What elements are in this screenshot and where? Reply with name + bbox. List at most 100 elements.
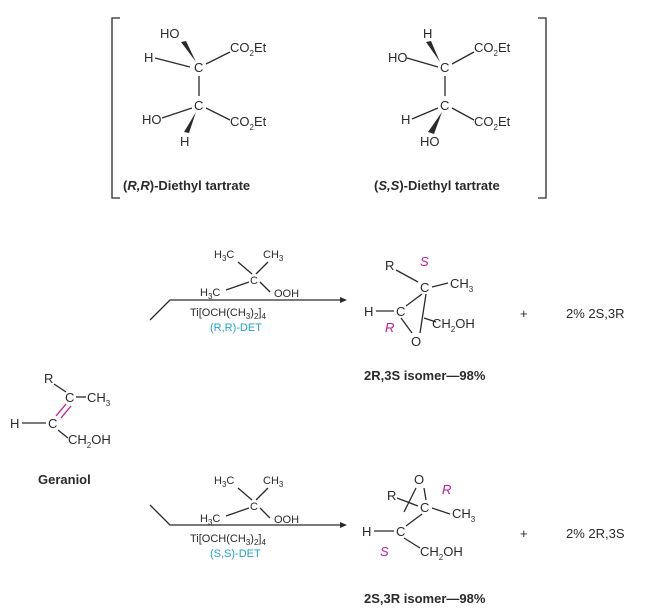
bottom-product-c3: C [420,500,429,515]
bottom-reaction-arrowhead [340,522,347,528]
top-product-label: 2R,3S isomer—98% [364,368,486,383]
ss-tartrate-label: (S,S)-Diethyl tartrate [374,178,500,193]
top-reaction-arrowhead [340,297,347,303]
ss-bottom-wedge [428,112,442,134]
top-product-epox-bond-2 [419,293,427,334]
top-reaction-arrow-line [149,299,340,321]
rr-top-h-bond [154,57,191,68]
geraniol-r-bond [53,383,67,393]
bottom-product-epox-bond-2 [423,487,427,501]
bottom-tbhp-h3c: H3C [200,513,220,527]
ss-top-h: H [423,26,432,41]
geraniol-ch2oh: CH2OH [68,432,111,450]
rr-top-wedge [181,41,196,62]
rr-c2: C [194,98,203,113]
rr-c2-ester-bond [205,107,231,121]
ss-bottom-h: H [401,112,410,127]
geraniol-r: R [44,371,53,386]
rr-c1: C [194,60,203,75]
bottom-ti-catalyst: Ti[OCH(CH3)2]4 [190,533,266,547]
ss-top-ho: HO [388,50,408,65]
bottom-product-ch3-bond [431,507,451,515]
geraniol-ch2oh-bond [57,429,69,439]
bottom-product-r-bond [396,497,419,507]
ss-top-ho-bond [406,57,439,68]
rr-bottom-h: H [180,134,189,149]
bottom-ligand-label: (S,S)-DET [210,548,261,560]
ss-c2: C [440,98,449,113]
top-tbhp-bond-3 [225,281,250,291]
top-product-ch3-bond [431,282,449,288]
bottom-product-epox-bond-1 [403,487,417,513]
top-product-cc-bond [405,293,423,307]
top-tbhp-ooh: OOH [274,288,299,300]
bottom-product-ch2oh-bond [403,537,421,549]
bottom-product-c2: C [396,524,405,539]
geraniol-c2: C [48,416,57,431]
top-product-ch2oh: CH2OH [432,316,475,334]
bottom-tbhp-bond-3 [225,507,250,517]
top-product-c3: C [420,280,429,295]
ss-top-wedge [426,41,440,62]
top-product-ch2oh-bond [423,317,437,323]
bottom-tbhp-bond-4 [259,507,271,519]
geraniol-structure: R C CH3 C H CH2OH Geraniol [10,371,111,487]
bottom-product-h: H [362,524,371,539]
geraniol-h: H [10,416,19,431]
bottom-product-r: R [387,488,396,503]
top-product-stereo-bottom: R [385,320,394,335]
top-reaction: H3C CH3 C H3C OOH Ti[OCH(CH3)2]4 (R,R)-D… [149,249,625,383]
bottom-tbhp-c: C [250,501,258,513]
geraniol-double-bond-a [55,403,67,417]
top-tbhp-c: C [250,275,258,287]
rr-top-ho: HO [160,26,180,41]
top-tbhp-h3c: H3C [200,287,220,301]
right-bracket [538,17,547,199]
bottom-tbhp-bond-2 [255,487,269,501]
top-product-r: R [385,258,394,273]
top-product-ch3: CH3 [450,276,474,294]
top-plus: + [520,306,528,321]
top-product-h: H [364,304,373,319]
bottom-reaction-arrow-line [149,504,340,526]
bottom-product-ch3: CH3 [452,506,476,524]
ss-bottom-ho: HO [420,134,440,149]
geraniol-double-bond-b [60,405,72,419]
rr-top-ester: CO2Et [230,40,267,58]
bottom-product-o: O [414,472,424,487]
top-ligand-label: (R,R)-DET [210,322,262,334]
top-product-r-bond [395,269,419,283]
bottom-product-ch2oh: CH2OH [420,544,463,562]
ss-c1-ester-bond [451,51,475,65]
ss-bottom-h-bond [411,107,439,120]
ss-c1: C [440,60,449,75]
rr-tartrate-structure: HO H C CO2Et C CO2Et HO H (R,R)-Diethyl … [123,26,267,193]
tartrate-box [111,17,547,199]
top-product-o: O [411,334,421,349]
rr-bottom-wedge [184,112,196,133]
bottom-product-stereo-top: R [442,482,451,497]
bottom-product-label: 2S,3R isomer—98% [364,591,486,606]
rr-top-h: H [144,50,153,65]
bottom-reaction: H3C CH3 C H3C OOH Ti[OCH(CH3)2]4 (S,S)-D… [149,472,625,606]
bottom-product-stereo-bottom: S [380,544,389,559]
rr-tartrate-label: (R,R)-Diethyl tartrate [123,178,250,193]
top-product-c2: C [396,304,405,319]
top-tbhp-h3c-top: H3C [214,249,234,263]
bottom-minor-product: 2% 2R,3S [566,526,625,541]
top-tbhp-ch3: CH3 [263,249,284,263]
ss-bottom-ester: CO2Et [474,114,511,132]
left-bracket [111,17,120,199]
rr-bottom-ester: CO2Et [230,114,267,132]
geraniol-c3: C [65,390,74,405]
rr-bottom-ho-bond [161,107,193,119]
bottom-tbhp-bond-1 [237,487,253,501]
ss-top-ester: CO2Et [474,40,511,58]
rr-c1-ester-bond [205,51,231,65]
bottom-product-cc-bond [405,513,423,527]
bottom-tbhp-h3c-top: H3C [214,475,234,489]
rr-bottom-ho: HO [142,112,162,127]
top-tbhp-bond-1 [237,261,253,275]
ss-c2-ester-bond [451,107,475,121]
